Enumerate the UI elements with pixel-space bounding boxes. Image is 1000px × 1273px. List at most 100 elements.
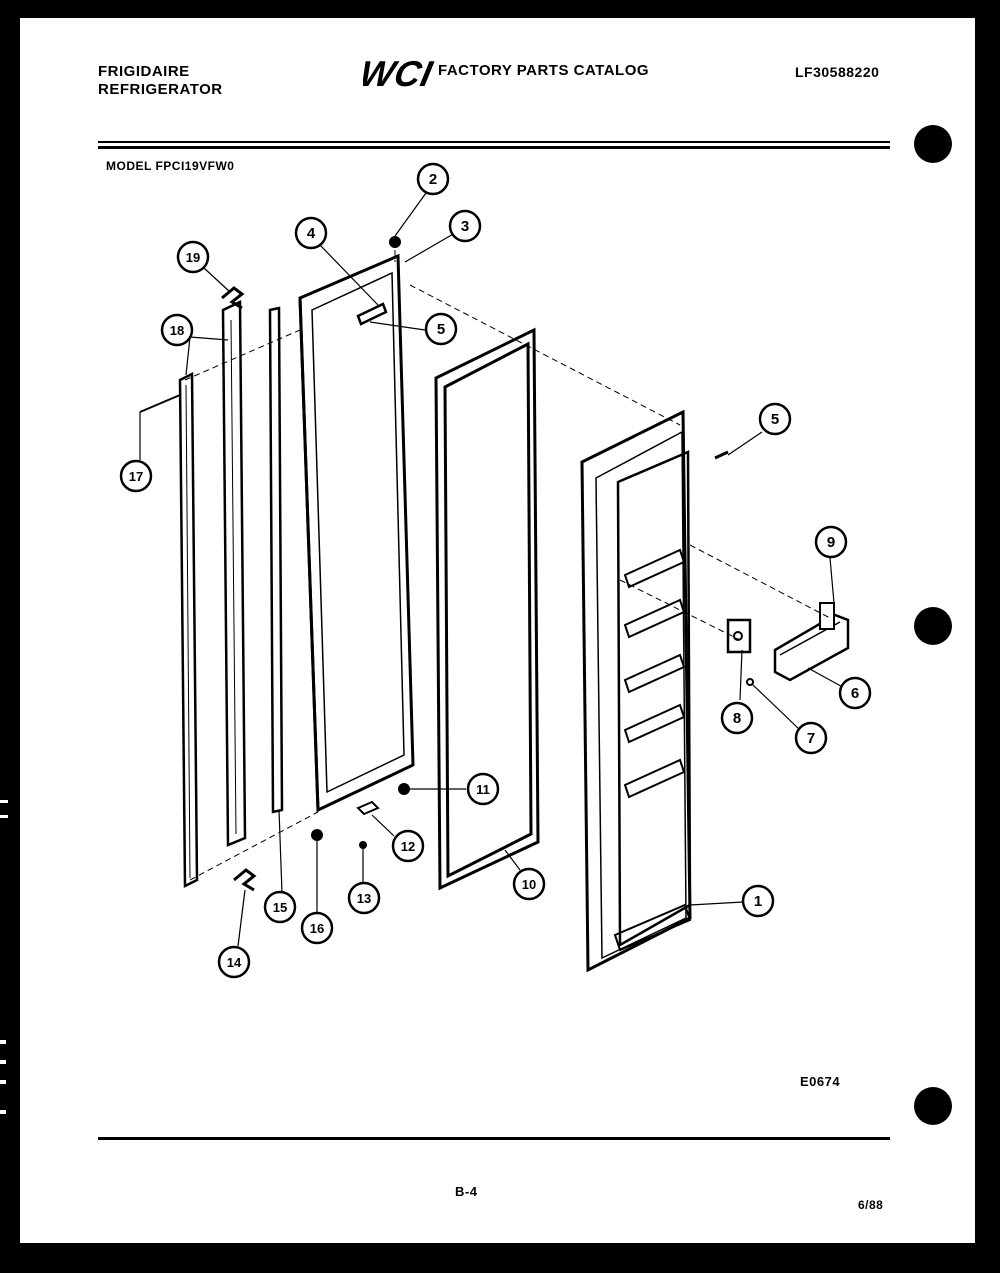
trim-strip-left (178, 371, 199, 889)
callout-number: 13 (357, 891, 371, 906)
callout-5: 5 (424, 312, 458, 346)
callout-circle (466, 772, 500, 806)
callout-3: 3 (448, 209, 482, 243)
callout-circle (512, 867, 546, 901)
callout-circle (814, 525, 848, 559)
callout-number: 10 (522, 877, 536, 892)
scan-mark (0, 800, 8, 803)
callout-18: 18 (160, 313, 194, 347)
footer-rule (98, 1137, 890, 1140)
callout-number: 1 (754, 893, 762, 910)
callout-number: 3 (461, 218, 469, 235)
callout-5: 5 (758, 402, 792, 436)
callout-circle (720, 701, 754, 735)
callout-11: 11 (466, 772, 500, 806)
callout-number: 2 (429, 171, 437, 188)
callout-number: 7 (807, 730, 815, 747)
callout-8: 8 (720, 701, 754, 735)
callout-circle (448, 209, 482, 243)
header-rule-bottom (98, 146, 890, 149)
callout-number: 6 (851, 685, 859, 702)
callout-circle (217, 945, 251, 979)
callout-4: 4 (294, 216, 328, 250)
scan-mark (0, 1080, 6, 1084)
washer-13 (359, 841, 367, 849)
brand-name: FRIGIDAIRE (98, 63, 190, 80)
callout-number: 8 (733, 710, 741, 727)
logo-text: WCI (363, 53, 435, 92)
washer-7 (746, 678, 754, 686)
callout-circle (263, 890, 297, 924)
callout-number: 16 (310, 921, 324, 936)
brand-block: FRIGIDAIRE REFRIGERATOR (98, 63, 223, 99)
scan-mark (0, 1060, 6, 1064)
callout-number: 9 (827, 534, 835, 551)
door-handle (773, 602, 850, 682)
callout-circle (294, 216, 328, 250)
callout-circle (300, 911, 334, 945)
callout-number: 12 (401, 839, 415, 854)
callout-19: 19 (176, 240, 210, 274)
bushing-14 (311, 829, 323, 841)
callout-number: 11 (476, 782, 490, 797)
wci-logo: WCI (356, 52, 436, 97)
screw-2 (389, 236, 401, 248)
inner-door-liner (580, 409, 692, 973)
callout-number: 5 (437, 321, 445, 338)
callout-13: 13 (347, 881, 381, 915)
callout-number: 4 (307, 225, 316, 242)
callout-14: 14 (217, 945, 251, 979)
callout-circle (424, 312, 458, 346)
screw-5b (714, 450, 729, 460)
revision-date: 6/88 (858, 1198, 884, 1212)
callout-number: 15 (273, 900, 287, 915)
product-type: REFRIGERATOR (98, 81, 223, 98)
callout-circle (347, 881, 381, 915)
callout-number: 18 (170, 323, 184, 338)
callout-12: 12 (391, 829, 425, 863)
bottom-bracket (233, 868, 257, 892)
callout-circle (119, 459, 153, 493)
drawing-code: E0674 (800, 1074, 841, 1089)
screw-17 (139, 394, 181, 413)
callout-circle (160, 313, 194, 347)
callout-circle (758, 402, 792, 436)
callout-7: 7 (794, 721, 828, 755)
callout-2: 2 (416, 162, 450, 196)
header-rule-top (98, 141, 890, 143)
callout-number: 19 (186, 250, 200, 265)
hinge-block (726, 618, 752, 654)
callout-circle (741, 884, 775, 918)
cap-11 (398, 783, 410, 795)
callout-6: 6 (838, 676, 872, 710)
callout-circle (391, 829, 425, 863)
callout-10: 10 (512, 867, 546, 901)
callout-1: 1 (741, 884, 775, 918)
callout-circle (416, 162, 450, 196)
callout-number: 17 (129, 469, 143, 484)
model-number: MODEL FPCI19VFW0 (106, 159, 235, 173)
callout-17: 17 (119, 459, 153, 493)
door-gasket-frame (434, 327, 540, 891)
callout-16: 16 (300, 911, 334, 945)
callout-circle (176, 240, 210, 274)
hinge-pin-12 (356, 800, 380, 816)
callout-number: 14 (227, 955, 242, 970)
binder-hole-top (914, 125, 952, 163)
binder-hole-middle (914, 607, 952, 645)
callout-15: 15 (263, 890, 297, 924)
scan-mark (0, 815, 8, 818)
page-number: B-4 (455, 1184, 478, 1199)
outer-door-panel (298, 253, 415, 813)
catalog-title: FACTORY PARTS CATALOG (438, 62, 650, 79)
scan-mark (0, 1110, 6, 1114)
top-insert (356, 302, 388, 326)
scan-mark (0, 1040, 6, 1044)
gasket-strip (268, 306, 284, 814)
binder-hole-bottom (914, 1087, 952, 1125)
callout-number: 5 (771, 411, 779, 428)
callout-circle (838, 676, 872, 710)
callout-9: 9 (814, 525, 848, 559)
